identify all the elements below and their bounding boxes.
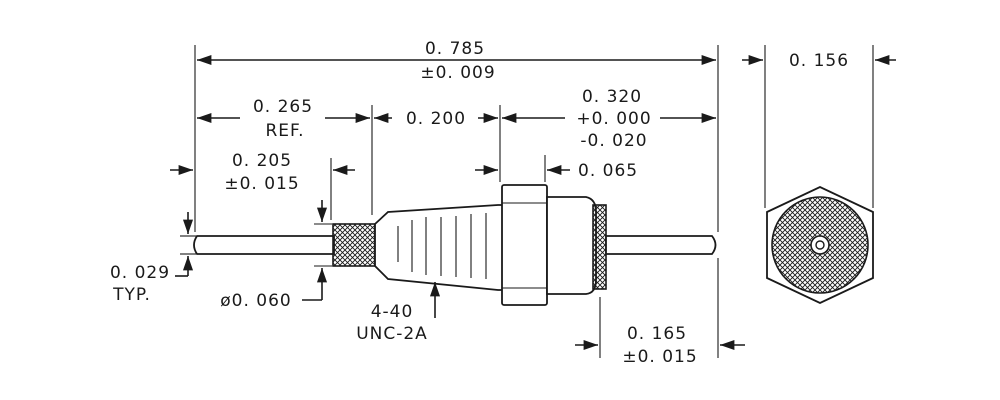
tail-length-value: 0. 165	[627, 324, 687, 344]
rear-collar	[546, 196, 597, 295]
rear-length-tol-minus: -0. 020	[580, 131, 647, 151]
dimension-labels: 0. 785 ±0. 009 0. 265 REF. 0. 200 0. 320…	[110, 39, 849, 367]
knurl-diameter-value: ø0. 060	[220, 291, 291, 311]
knurled-section	[332, 223, 376, 267]
part-end-view	[766, 186, 874, 304]
ref-length-value: 0. 265	[253, 97, 313, 117]
thread-spec-line1: 4-40	[371, 302, 414, 322]
overall-length-value: 0. 785	[425, 39, 485, 59]
pin-diameter-value: 0. 029	[110, 263, 170, 283]
flange-thickness-value: 0. 065	[578, 161, 638, 181]
ref-length-note: REF.	[265, 121, 304, 141]
rear-length-value: 0. 320	[582, 87, 642, 107]
knurl-length-tolerance: ±0. 015	[224, 174, 299, 194]
thread-lines	[397, 213, 487, 279]
rear-knurl-ring	[592, 204, 607, 290]
hex-across-flats-value: 0. 156	[789, 51, 849, 71]
extension-lines	[194, 45, 874, 358]
rear-length-tol-plus: +0. 000	[576, 109, 651, 129]
front-pin	[193, 235, 335, 255]
tail-length-tolerance: ±0. 015	[622, 347, 697, 367]
thread-spec-line2: UNC-2A	[356, 324, 428, 344]
part-side-view	[193, 184, 717, 306]
pin-diameter-note: TYP.	[112, 285, 151, 305]
dimension-lines	[170, 54, 896, 358]
knurl-length-value: 0. 205	[232, 151, 292, 171]
threaded-body	[374, 204, 504, 291]
center-pin	[815, 240, 825, 250]
overall-length-tolerance: ±0. 009	[420, 63, 495, 83]
rear-pin	[605, 235, 717, 255]
thread-length-value: 0. 200	[406, 109, 466, 129]
